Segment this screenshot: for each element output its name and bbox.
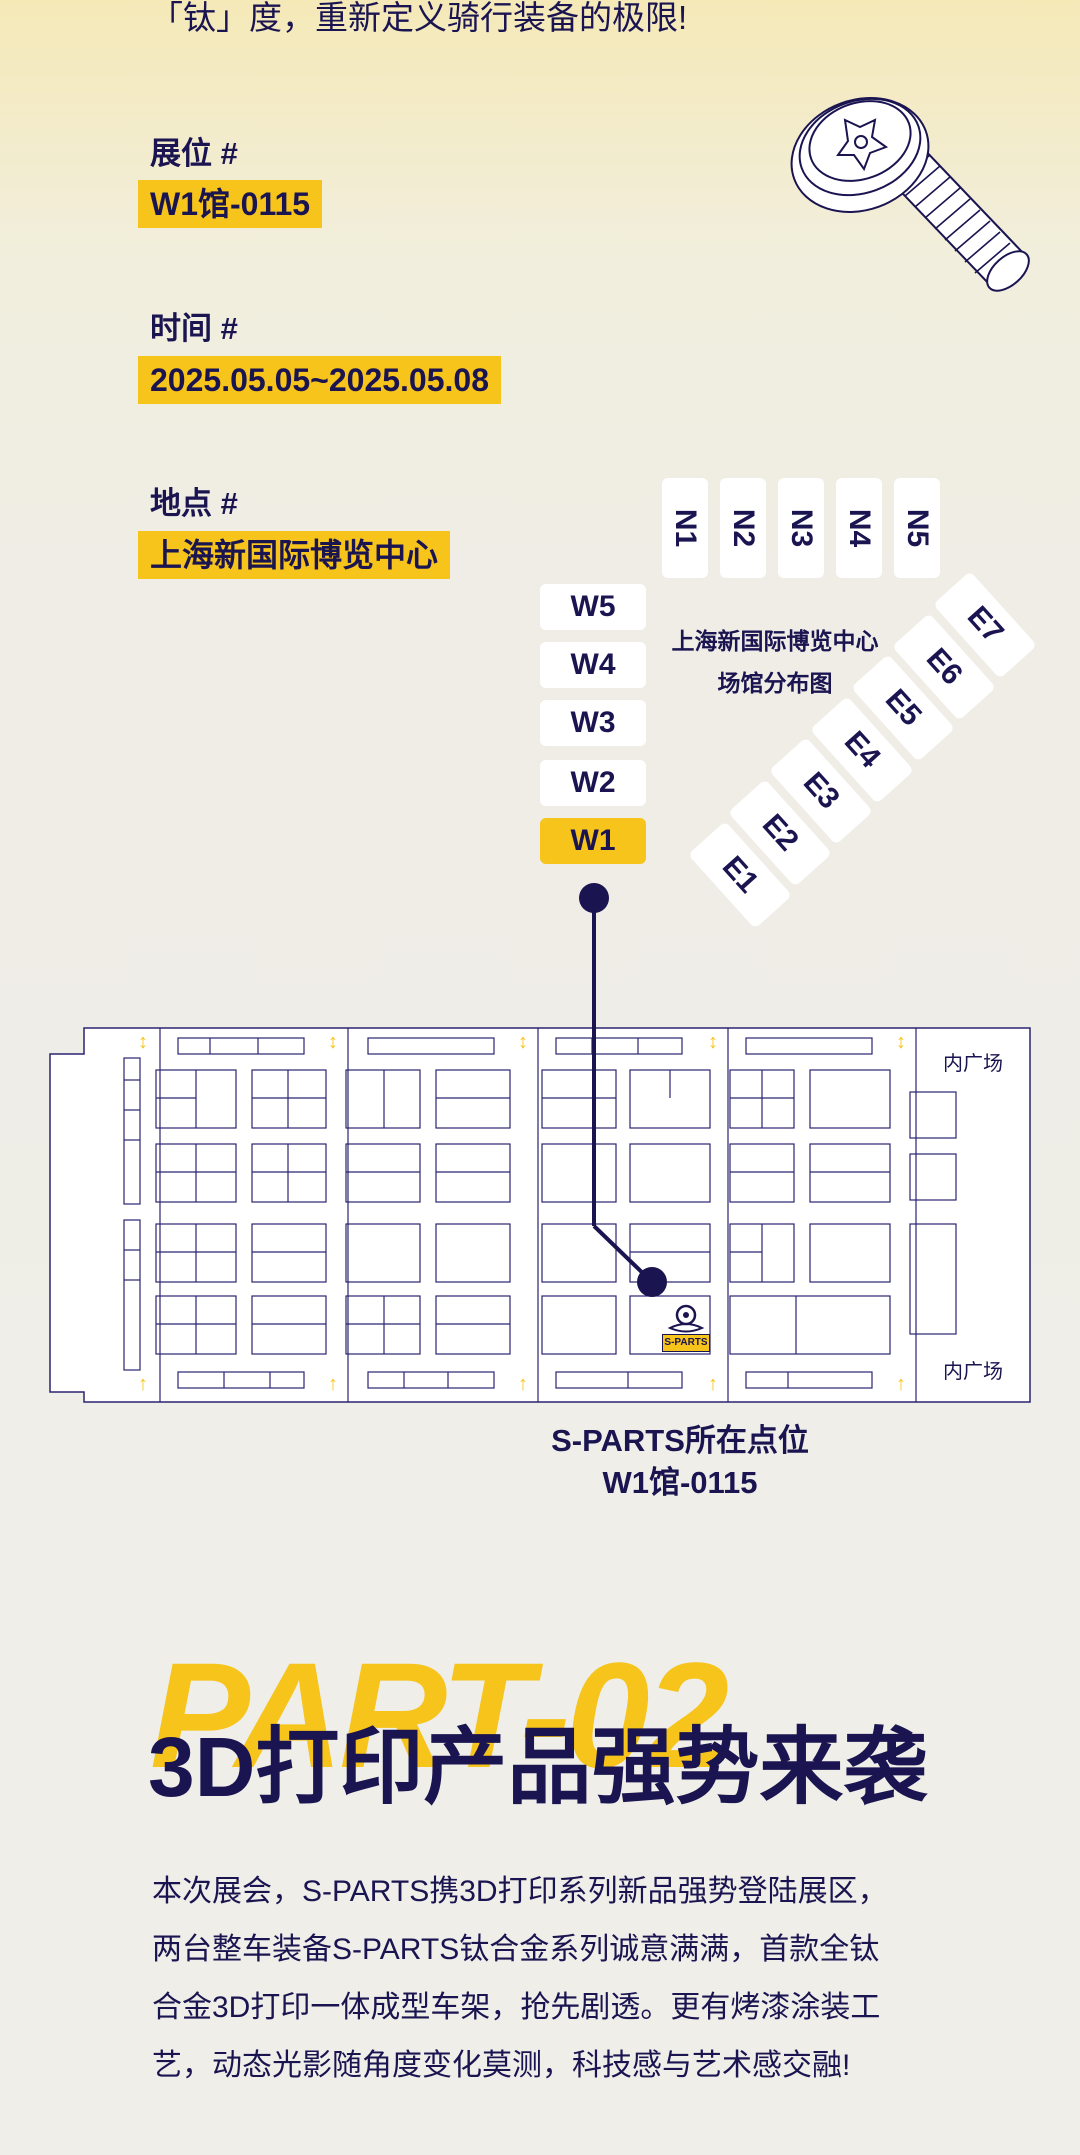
hall-e7-label: E7 <box>960 599 1010 650</box>
section-paragraph: 本次展会，S-PARTS携3D打印系列新品强势登陆展区， 两台整车装备S-PAR… <box>152 1863 972 2095</box>
svg-text:↕: ↕ <box>518 1031 528 1053</box>
svg-text:↕: ↕ <box>328 1031 338 1053</box>
paragraph-line-1: 本次展会，S-PARTS携3D打印系列新品强势登陆展区， <box>152 1875 888 1908</box>
time-value: 2025.05.05~2025.05.08 <box>138 356 501 404</box>
hall-e6-label: E6 <box>919 641 969 692</box>
time-label: 时间 # <box>150 311 238 346</box>
location-caption-line2: W1馆-0115 <box>602 1465 758 1500</box>
location-caption: S-PARTS所在点位 W1馆-0115 <box>480 1420 880 1504</box>
hall-n3-label: N3 <box>784 508 818 548</box>
hall-w4: W4 <box>540 642 646 688</box>
plaza-top-label: 内广场 <box>943 1053 1003 1075</box>
location-pin-icon: S-PARTS <box>662 1304 710 1358</box>
part-number: PART-02 <box>150 1631 729 1799</box>
hall-e1-label: E1 <box>715 849 765 900</box>
hall-w1-label: W1 <box>570 824 616 857</box>
map-title-line1: 上海新国际博览中心 <box>671 628 879 654</box>
hall-w2-label: W2 <box>570 766 616 799</box>
svg-text:↕: ↕ <box>896 1031 906 1053</box>
paragraph-line-3: 合金3D打印一体成型车架，抢先剧透。更有烤漆涂装工 <box>152 1991 881 2024</box>
location-connector <box>579 883 667 1297</box>
hall-w2: W2 <box>540 760 646 806</box>
svg-text:↑: ↑ <box>328 1373 338 1395</box>
hall-n2: N2 <box>720 478 766 578</box>
svg-text:↑: ↑ <box>518 1373 528 1395</box>
hall-n4: N4 <box>836 478 882 578</box>
paragraph-line-2: 两台整车装备S-PARTS钛合金系列诚意满满，首款全钛 <box>152 1933 880 1966</box>
hall-w5: W5 <box>540 584 646 630</box>
floor-plan: ↕ ↕ ↕ ↕ ↕ ↑ ↑ ↑ ↑ ↑ <box>49 1027 1031 1403</box>
place-value: 上海新国际博览中心 <box>138 531 451 579</box>
hall-w4-label: W4 <box>570 648 616 681</box>
location-caption-line1: S-PARTS所在点位 <box>551 1423 809 1458</box>
map-title-line2: 场馆分布图 <box>717 670 833 696</box>
svg-text:↑: ↑ <box>138 1373 148 1395</box>
hall-w3: W3 <box>540 700 646 746</box>
hall-e2-label: E2 <box>755 807 805 858</box>
svg-text:↑: ↑ <box>708 1373 718 1395</box>
hall-n1: N1 <box>662 478 708 578</box>
booth-logo-text: S-PARTS <box>662 1334 710 1352</box>
hall-w5-label: W5 <box>570 590 616 623</box>
hall-e4-label: E4 <box>837 724 887 775</box>
svg-text:↕: ↕ <box>708 1031 718 1053</box>
hall-n5: N5 <box>894 478 940 578</box>
hall-n3: N3 <box>778 478 824 578</box>
booth-label: 展位 # <box>150 136 238 171</box>
svg-text:↑: ↑ <box>896 1373 906 1395</box>
intro-line: 「钛」度，重新定义骑行装备的极限! <box>150 0 688 36</box>
place-label: 地点 # <box>150 486 238 521</box>
section-heading: 3D打印产品强势来袭 <box>148 1720 928 1814</box>
paragraph-line-4: 艺，动态光影随角度变化莫测，科技感与艺术感交融! <box>152 2049 851 2082</box>
booth-value: W1馆-0115 <box>138 180 323 228</box>
map-title: 上海新国际博览中心 场馆分布图 <box>660 620 890 704</box>
hall-e5-label: E5 <box>878 682 928 733</box>
hall-n4-label: N4 <box>842 508 876 548</box>
screw-illustration <box>790 97 1030 292</box>
hall-n2-label: N2 <box>726 508 760 548</box>
hall-w3-label: W3 <box>570 706 616 739</box>
elevator-arrow-icon: ↕ <box>138 1031 148 1053</box>
hall-n5-label: N5 <box>900 508 934 548</box>
hall-e3-label: E3 <box>796 765 846 816</box>
plaza-bottom-label: 内广场 <box>943 1361 1003 1383</box>
hall-n1-label: N1 <box>668 508 702 548</box>
hall-w1: W1 <box>540 818 646 864</box>
